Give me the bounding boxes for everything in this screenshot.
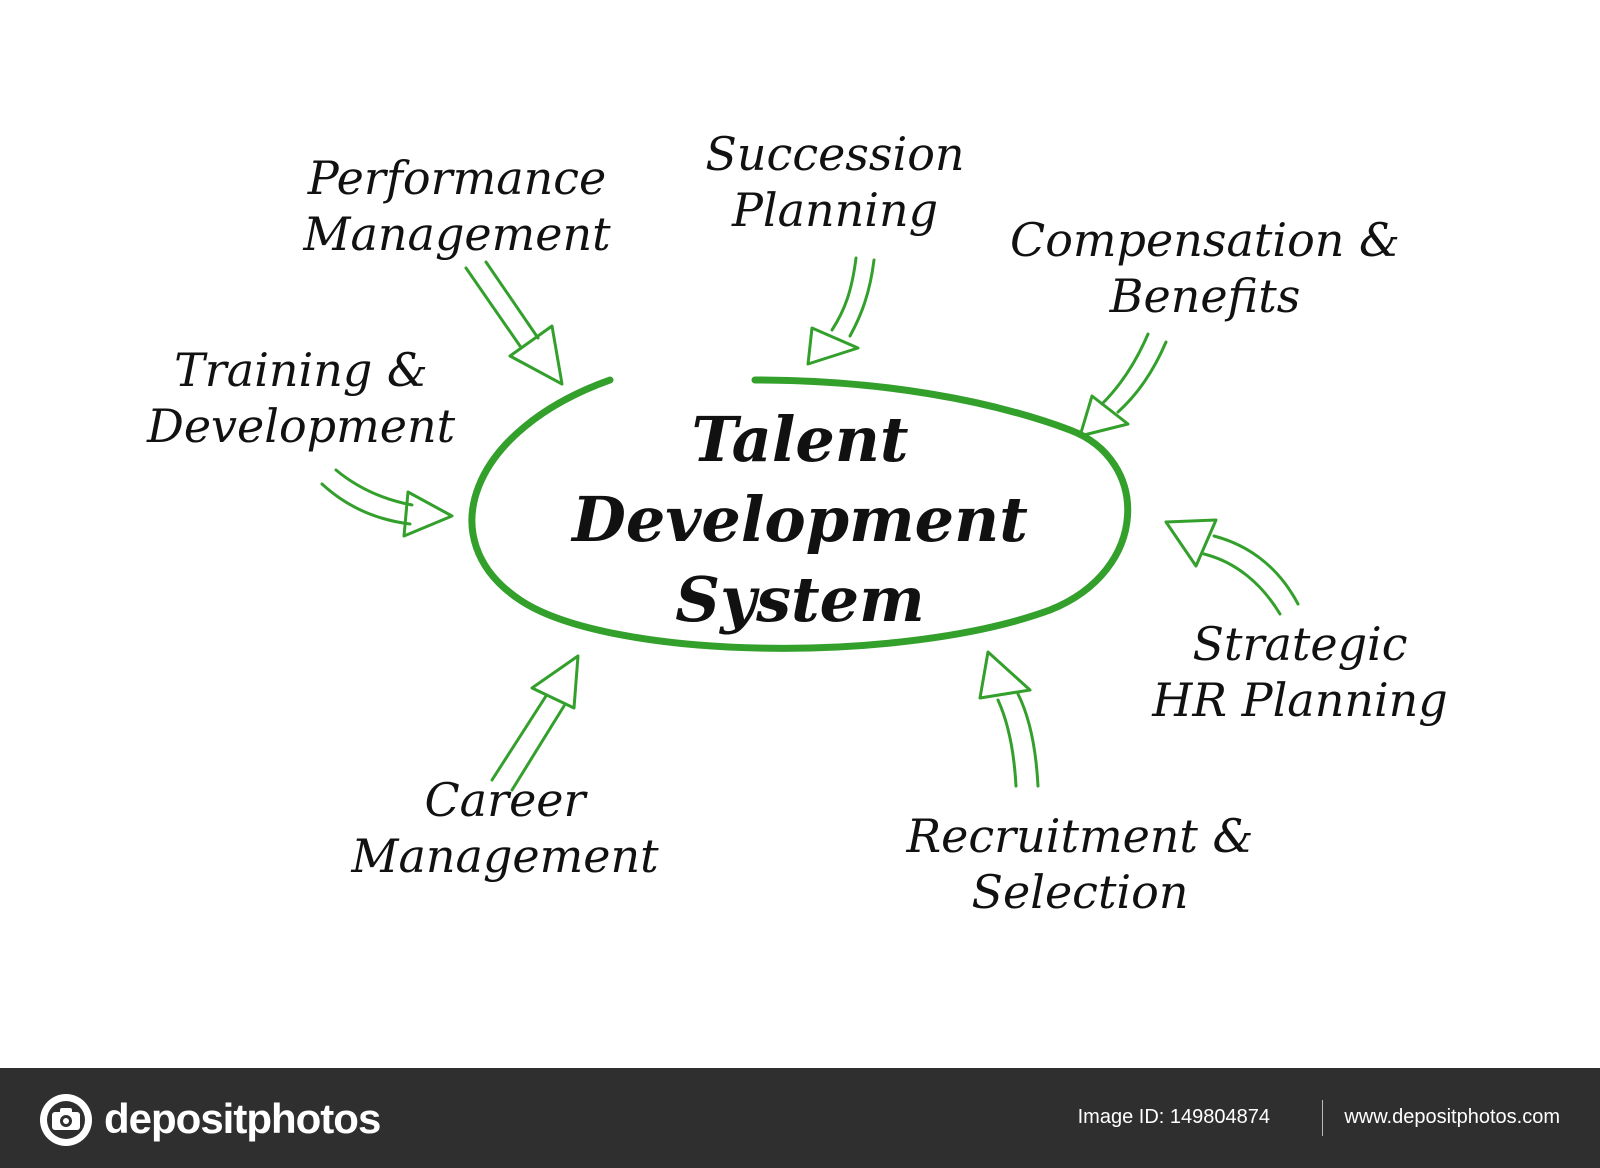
node-training-development: Training & Development bbox=[116, 342, 486, 454]
node-career-management-line2: Management bbox=[351, 829, 659, 883]
node-strategic-hr-planning-line2: HR Planning bbox=[1152, 673, 1448, 727]
arrow-compensation-benefits bbox=[1078, 332, 1168, 438]
center-ellipse bbox=[468, 376, 1132, 652]
node-compensation-benefits: Compensation & Benefits bbox=[980, 212, 1430, 324]
node-recruitment-selection-line2: Selection bbox=[971, 865, 1189, 919]
footer-divider bbox=[1322, 1100, 1323, 1136]
node-performance-management: Performance Management bbox=[262, 150, 652, 262]
arrow-career-management bbox=[490, 654, 580, 792]
node-succession-planning-line1: Succession bbox=[705, 127, 965, 181]
arrow-performance-management bbox=[464, 260, 564, 386]
node-compensation-benefits-line1: Compensation & bbox=[1010, 213, 1400, 267]
arrow-succession-planning bbox=[806, 256, 876, 366]
arrow-recruitment-selection bbox=[978, 650, 1040, 788]
node-training-development-line1: Training & bbox=[174, 343, 428, 397]
center-title-line2: Development bbox=[572, 483, 1028, 556]
node-succession-planning-line2: Planning bbox=[731, 183, 939, 237]
image-id-text: Image ID: 149804874 bbox=[1077, 1106, 1270, 1128]
brand-name: depositphotos bbox=[104, 1095, 381, 1142]
footer-bar: depositphotos Image ID: 149804874 www.de… bbox=[0, 1068, 1600, 1168]
arrow-strategic-hr-planning bbox=[1164, 518, 1300, 616]
node-recruitment-selection: Recruitment & Selection bbox=[870, 808, 1290, 920]
node-career-management: Career Management bbox=[310, 772, 700, 884]
node-performance-management-line2: Management bbox=[303, 207, 611, 261]
node-performance-management-line1: Performance bbox=[307, 151, 607, 205]
center-title-line3: System bbox=[675, 563, 925, 636]
node-compensation-benefits-line2: Benefits bbox=[1109, 269, 1301, 323]
site-url-link[interactable]: www.depositphotos.com bbox=[1344, 1106, 1560, 1128]
node-recruitment-selection-line1: Recruitment & bbox=[906, 809, 1254, 863]
node-strategic-hr-planning-line1: Strategic bbox=[1192, 617, 1408, 671]
center-title: Talent Development System bbox=[560, 400, 1040, 640]
center-title-line1: Talent bbox=[691, 403, 909, 476]
node-training-development-line2: Development bbox=[146, 399, 456, 453]
node-strategic-hr-planning: Strategic HR Planning bbox=[1110, 616, 1490, 728]
arrow-training-development bbox=[320, 468, 454, 538]
node-succession-planning: Succession Planning bbox=[680, 126, 990, 238]
node-career-management-line1: Career bbox=[424, 773, 586, 827]
diagram-graphics bbox=[320, 256, 1300, 792]
camera-logo-icon bbox=[40, 1094, 92, 1146]
